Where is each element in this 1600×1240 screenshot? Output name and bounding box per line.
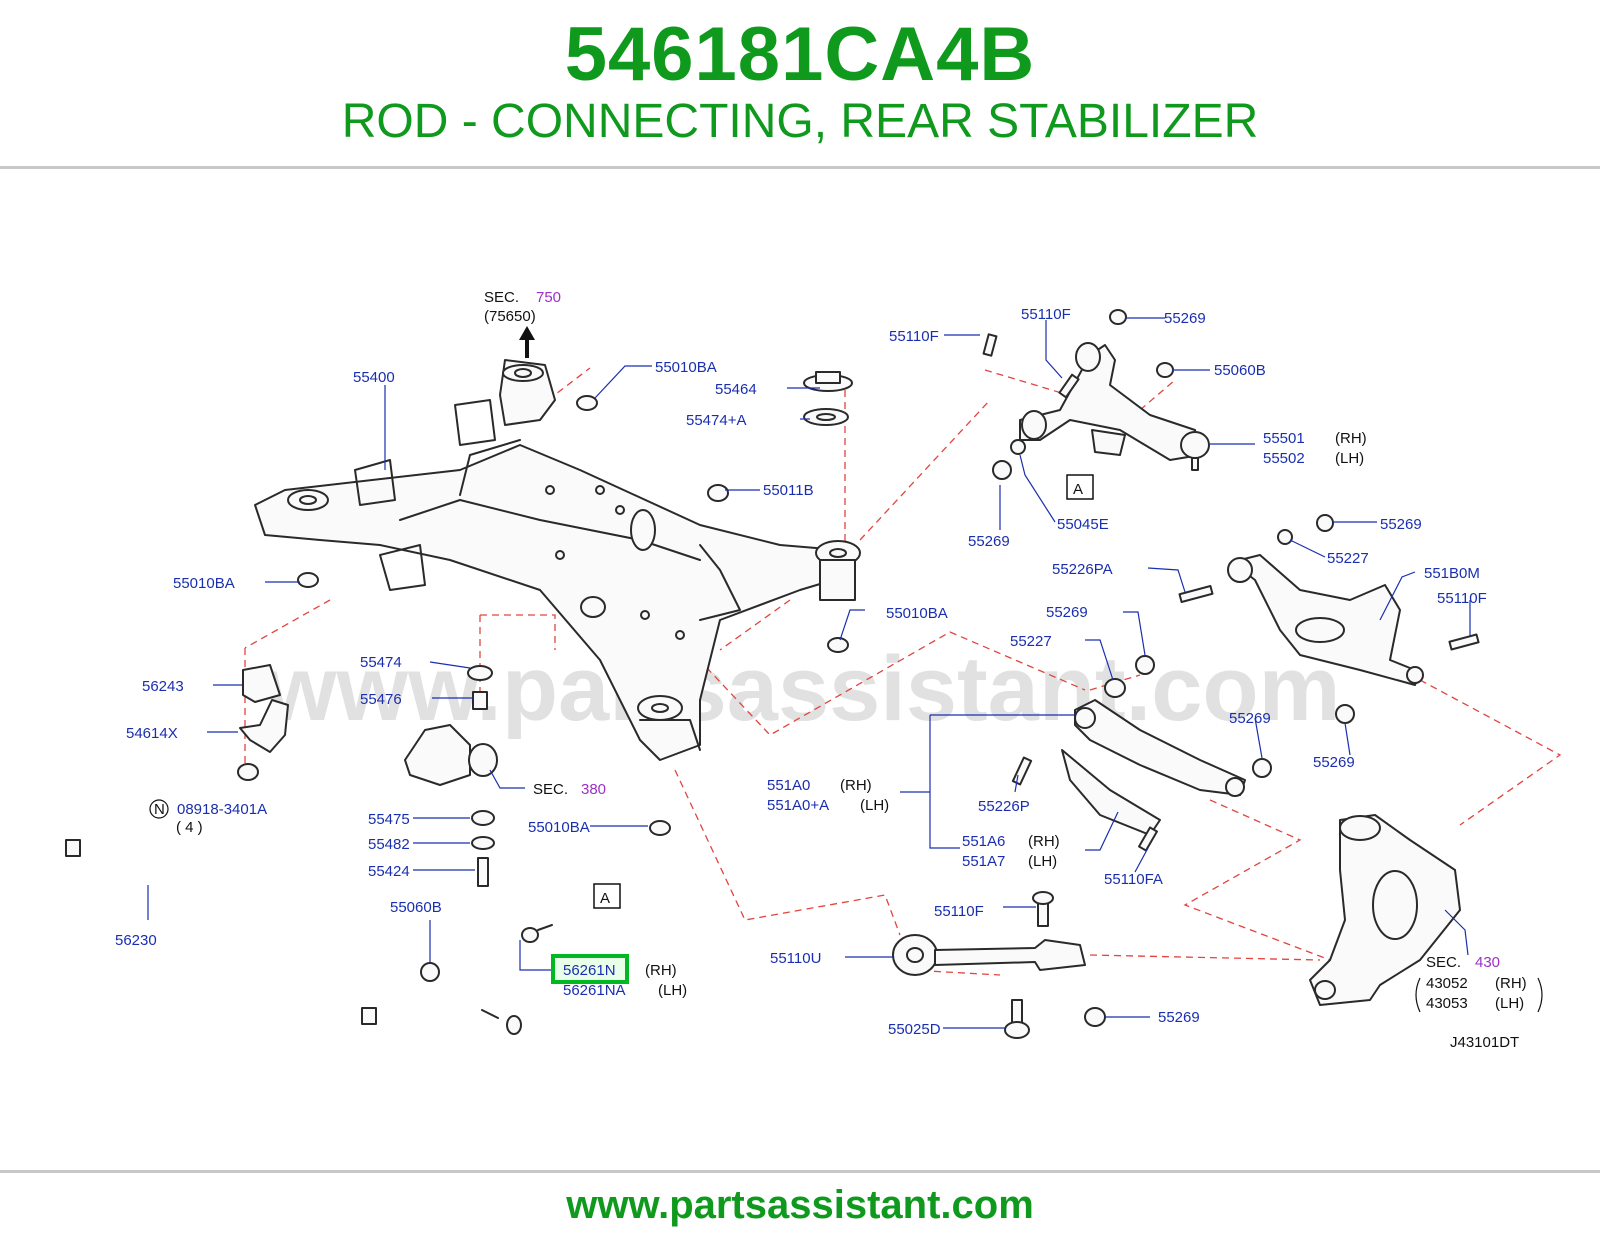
label-55226p: 55226P bbox=[978, 798, 1030, 815]
highlight-box-56261n bbox=[551, 954, 629, 984]
label-55269-f: 55269 bbox=[1313, 754, 1355, 771]
label-qty-4: ( 4 ) bbox=[176, 819, 203, 836]
label-55269-g: 55269 bbox=[1158, 1009, 1200, 1026]
svg-text:430: 430 bbox=[1475, 954, 1500, 971]
adjustable-link-55110u bbox=[892, 891, 1106, 1039]
svg-text:(RH): (RH) bbox=[645, 962, 677, 979]
label-551a0: 551A0 bbox=[767, 777, 810, 794]
n-mark: N bbox=[154, 801, 165, 818]
svg-text:(LH): (LH) bbox=[658, 982, 687, 999]
label-55269-a: 55269 bbox=[1164, 310, 1206, 327]
lower-link-551b0m bbox=[1178, 514, 1480, 724]
footer-url: www.partsassistant.com bbox=[566, 1183, 1034, 1227]
label-55025d: 55025D bbox=[888, 1021, 941, 1038]
label-55010ba-top: 55010BA bbox=[655, 359, 717, 376]
svg-text:(LH): (LH) bbox=[1028, 853, 1057, 870]
label-551a6: 551A6 bbox=[962, 833, 1005, 850]
svg-text:(LH): (LH) bbox=[860, 797, 889, 814]
svg-text:(RH): (RH) bbox=[1495, 975, 1527, 992]
label-55474a: 55474+A bbox=[686, 412, 746, 429]
stabilizer-bar bbox=[41, 766, 476, 1029]
subframe-hardware bbox=[297, 371, 853, 836]
label-55060b-bottom: 55060B bbox=[390, 899, 442, 916]
svg-text:43053: 43053 bbox=[1426, 995, 1468, 1012]
label-55424: 55424 bbox=[368, 863, 410, 880]
label-55400: 55400 bbox=[353, 369, 395, 386]
watermark-text: www.partsassistant.com bbox=[264, 638, 1340, 740]
svg-text:A: A bbox=[600, 890, 610, 907]
label-55269-e: 55269 bbox=[1229, 710, 1271, 727]
label-56230: 56230 bbox=[115, 932, 157, 949]
label-551a0a: 551A0+A bbox=[767, 797, 829, 814]
label-55045e: 55045E bbox=[1057, 516, 1109, 533]
label-08918-3401a: 08918-3401A bbox=[177, 801, 267, 818]
svg-text:(RH): (RH) bbox=[1335, 430, 1367, 447]
label-55464: 55464 bbox=[715, 381, 757, 398]
label-56261na: 56261NA bbox=[563, 982, 626, 999]
part-labels: 55400 55010BA 55464 55474+A 55011B 55010… bbox=[115, 306, 1543, 1051]
rear-subframe bbox=[254, 359, 861, 761]
label-55227-a: 55227 bbox=[1327, 550, 1369, 567]
label-55474: 55474 bbox=[360, 654, 402, 671]
diagram-code: J43101DT bbox=[1450, 1034, 1519, 1051]
label-55110u: 55110U bbox=[770, 950, 821, 967]
label-55011b: 55011B bbox=[763, 482, 814, 499]
leader-lines bbox=[147, 317, 1471, 1029]
part-description: ROD - CONNECTING, REAR STABILIZER bbox=[341, 95, 1259, 148]
label-55475: 55475 bbox=[368, 811, 410, 828]
label-56243: 56243 bbox=[142, 678, 184, 695]
label-551a7: 551A7 bbox=[962, 853, 1005, 870]
label-55110fa: 55110FA bbox=[1104, 871, 1163, 888]
label-55269-b: 55269 bbox=[968, 533, 1010, 550]
label-55269-d: 55269 bbox=[1046, 604, 1088, 621]
svg-text:SEC.: SEC. bbox=[484, 289, 519, 306]
label-55110f-a: 55110F bbox=[889, 328, 939, 345]
header-divider bbox=[0, 166, 1600, 169]
svg-text:(RH): (RH) bbox=[1028, 833, 1060, 850]
svg-text:380: 380 bbox=[581, 781, 606, 798]
svg-text:A: A bbox=[1073, 481, 1083, 498]
svg-text:43052: 43052 bbox=[1426, 975, 1468, 992]
svg-text:750: 750 bbox=[536, 289, 561, 306]
page-header: 546181CA4B ROD - CONNECTING, REAR STABIL… bbox=[0, 0, 1600, 168]
label-55060b-top: 55060B bbox=[1214, 362, 1266, 379]
label-55501: 55501 bbox=[1263, 430, 1305, 447]
label-55010ba-bottom: 55010BA bbox=[528, 819, 590, 836]
label-55502: 55502 bbox=[1263, 450, 1305, 467]
svg-text:(LH): (LH) bbox=[1335, 450, 1364, 467]
label-55226pa: 55226PA bbox=[1052, 561, 1113, 578]
svg-text:(LH): (LH) bbox=[1495, 995, 1524, 1012]
label-sec-430: SEC. bbox=[1426, 954, 1461, 971]
footer-divider bbox=[0, 1170, 1600, 1173]
label-55482: 55482 bbox=[368, 836, 410, 853]
label-55110f-c: 55110F bbox=[1437, 590, 1487, 607]
svg-text:(RH): (RH) bbox=[840, 777, 872, 794]
label-55227-b: 55227 bbox=[1010, 633, 1052, 650]
ref-box-a-top: A bbox=[1066, 474, 1094, 500]
label-55476: 55476 bbox=[360, 691, 402, 708]
part-number-title: 546181CA4B bbox=[564, 12, 1036, 97]
ref-box-a-bottom: A bbox=[593, 883, 621, 909]
label-54614x: 54614X bbox=[126, 725, 178, 742]
sec-750-callout: SEC. 750 (75650) bbox=[484, 289, 561, 358]
label-sec-380: SEC. bbox=[533, 781, 568, 798]
label-55010ba-right: 55010BA bbox=[886, 605, 948, 622]
label-551b0m: 551B0M bbox=[1424, 565, 1480, 582]
axle-knuckle bbox=[1309, 814, 1461, 1006]
connecting-rod-56261n bbox=[481, 924, 553, 1035]
svg-text:(75650): (75650) bbox=[484, 308, 536, 325]
dashed-relation-lines bbox=[244, 367, 1562, 976]
label-56261n: 56261N bbox=[563, 962, 616, 979]
label-55010ba-left: 55010BA bbox=[173, 575, 235, 592]
label-55269-c: 55269 bbox=[1380, 516, 1422, 533]
upper-arm-55501 bbox=[982, 309, 1210, 480]
label-55110f-d: 55110F bbox=[934, 903, 984, 920]
bushings bbox=[237, 664, 498, 982]
label-55110f-b: 55110F bbox=[1021, 306, 1071, 323]
